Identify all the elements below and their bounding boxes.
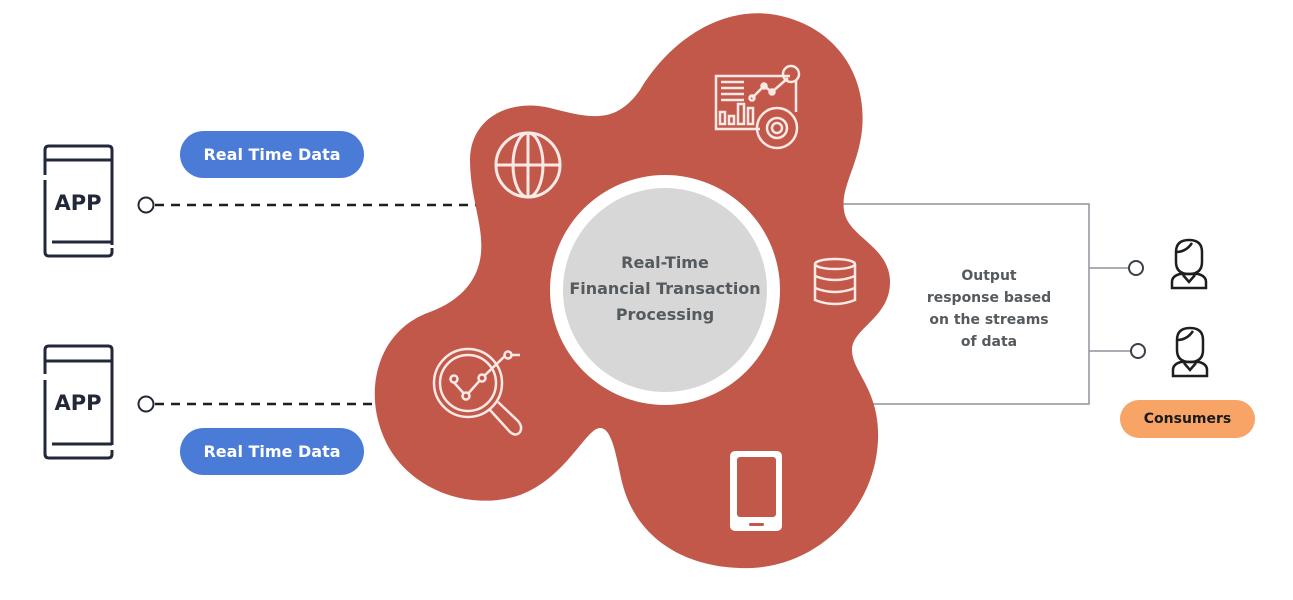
output-line-2: response based [926,290,1052,306]
center-title: Real-Time Financial Transaction Processi… [560,250,770,328]
center-title-line-2: Financial Transaction [569,279,761,298]
source-connector-1 [137,196,478,214]
consumer-person-icon-2 [1171,326,1209,378]
globe-icon [494,131,562,199]
analytics-dashboard-icon [714,64,801,150]
output-bracket [838,203,1131,405]
real-time-data-badge-1: Real Time Data [180,131,364,178]
app-label-1: APP [54,191,102,215]
output-line-3: on the streams [929,312,1049,328]
output-line-4: of data [960,334,1018,350]
app-device-icon-2 [43,344,114,460]
center-disc [563,188,767,392]
consumers-badge: Consumers [1120,400,1255,438]
source-connector-2 [137,395,380,413]
magnifier-chart-icon [432,347,523,436]
output-description: Output response based on the streams of … [915,265,1063,353]
output-line-1: Output [961,268,1017,284]
center-title-line-3: Processing [615,305,715,324]
center-title-line-1: Real-Time [621,253,709,272]
mobile-device-icon [730,451,782,531]
app-device-icon-1 [43,144,114,258]
app-label-2: APP [54,391,102,415]
consumer-person-icon-1 [1170,238,1208,290]
real-time-data-badge-2: Real Time Data [180,428,364,475]
database-icon [813,257,857,306]
consumer-connector-2 [1130,343,1146,359]
consumer-connector-1 [1128,260,1144,276]
